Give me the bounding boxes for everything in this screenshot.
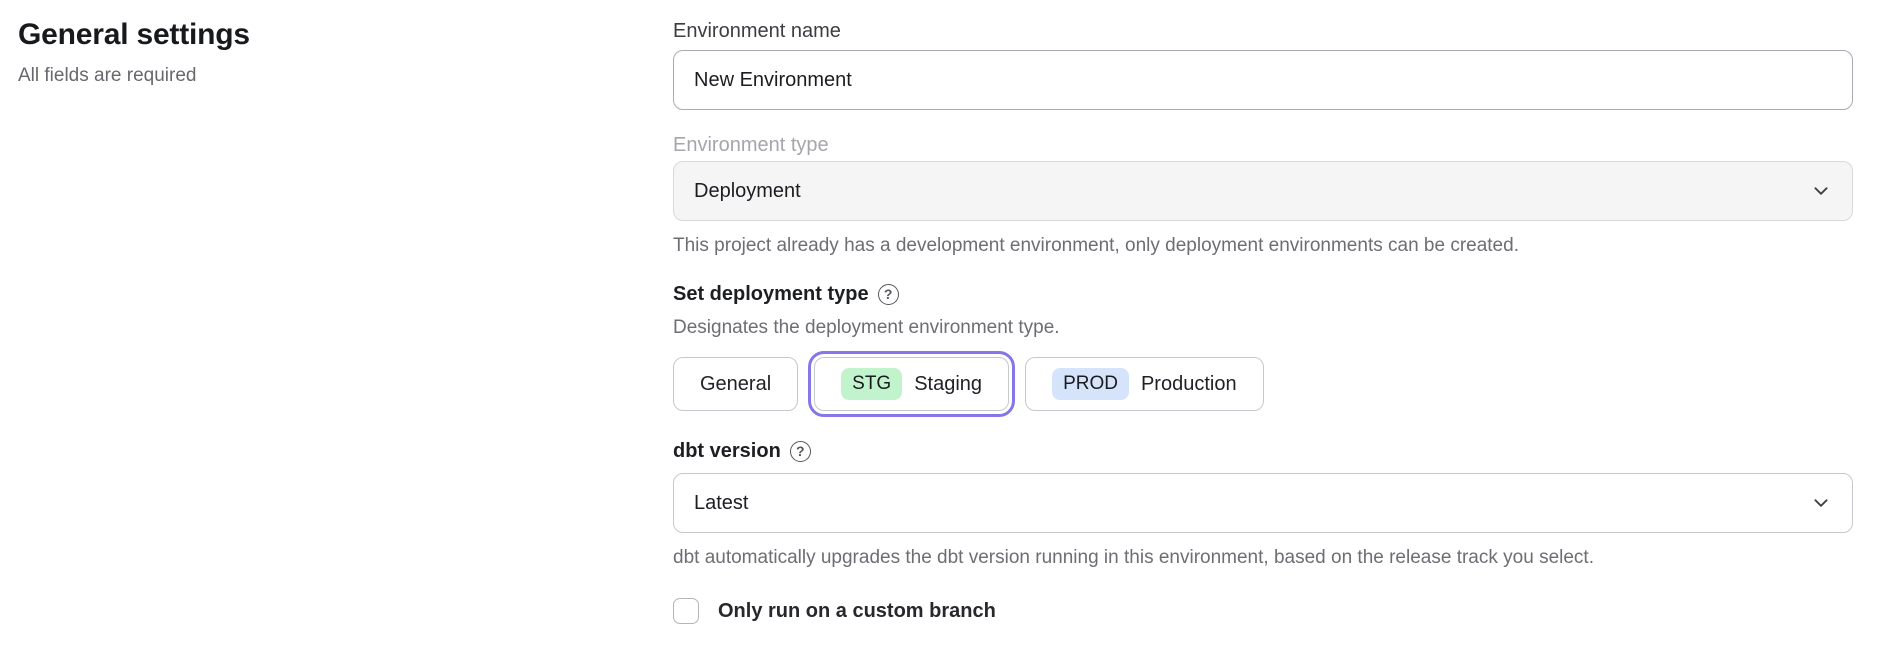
page-header: General settings All fields are required [18, 16, 250, 88]
environment-type-value: Deployment [694, 179, 801, 202]
deployment-type-description: Designates the deployment environment ty… [673, 317, 1060, 338]
deployment-type-options: General STG Staging PROD Production [673, 351, 1853, 417]
deployment-type-heading: Set deployment type ? [673, 282, 1853, 306]
deployment-type-general-button[interactable]: General [673, 357, 799, 411]
environment-type-helper: This project already has a development e… [673, 235, 1519, 256]
environment-type-label: Environment type [673, 134, 829, 156]
chevron-down-icon [1812, 494, 1830, 512]
deployment-type-production-button[interactable]: PROD Production [1025, 357, 1264, 411]
deployment-type-production-label: Production [1140, 372, 1237, 395]
dbt-version-value: Latest [694, 491, 749, 514]
page-subtitle: All fields are required [18, 65, 197, 86]
custom-branch-row: Only run on a custom branch [673, 598, 1853, 624]
environment-type-select[interactable]: Deployment [673, 161, 1853, 221]
environment-settings-form: Environment name Environment type Deploy… [673, 0, 1853, 660]
deployment-type-staging-button[interactable]: STG Staging [808, 351, 1016, 417]
environment-name-label: Environment name [673, 20, 841, 42]
page-title: General settings [18, 18, 250, 51]
dbt-version-heading-text: dbt version [673, 440, 781, 462]
dbt-version-heading: dbt version ? [673, 439, 1853, 463]
production-badge: PROD [1052, 368, 1129, 400]
deployment-type-general-label: General [700, 372, 772, 395]
help-icon[interactable]: ? [877, 283, 899, 305]
chevron-down-icon [1812, 182, 1830, 200]
environment-name-input[interactable] [673, 50, 1853, 110]
custom-branch-checkbox[interactable] [673, 598, 699, 624]
deployment-type-staging-label: Staging [914, 372, 983, 395]
deployment-type-heading-text: Set deployment type [673, 283, 869, 305]
dbt-version-select[interactable]: Latest [673, 473, 1853, 533]
help-icon[interactable]: ? [789, 440, 811, 462]
custom-branch-label[interactable]: Only run on a custom branch [718, 599, 996, 622]
staging-badge: STG [841, 368, 903, 400]
dbt-version-helper: dbt automatically upgrades the dbt versi… [673, 547, 1594, 568]
